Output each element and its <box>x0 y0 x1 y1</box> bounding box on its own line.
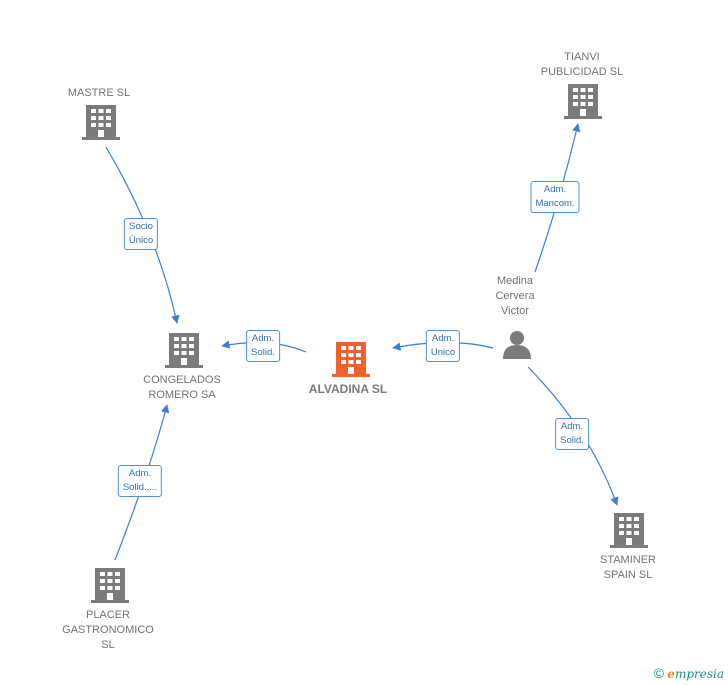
edge-label-adm-solid-etc: Adm. Solid.,... <box>117 465 163 497</box>
person-icon[interactable] <box>503 331 531 359</box>
building-icon[interactable] <box>82 105 120 140</box>
node-label-mastre[interactable]: MASTRE SL <box>67 87 131 99</box>
building-icon[interactable] <box>165 333 203 368</box>
empresia-logo: © empresia <box>654 665 724 681</box>
edge-label-adm-solid-staminer: Adm. Solid. <box>555 418 589 450</box>
building-icon[interactable] <box>91 568 129 603</box>
node-label-medina[interactable]: Medina Cervera Victor <box>495 275 535 317</box>
node-label-placer[interactable]: PLACER GASTRONOMICO SL <box>62 609 154 651</box>
edge-label-socio-unico: Socio Único <box>123 218 159 250</box>
building-icon[interactable] <box>610 513 648 548</box>
node-label-staminer[interactable]: STAMINER SPAIN SL <box>599 554 657 581</box>
edge-label-adm-mancom: Adm. Mancom. <box>530 181 580 213</box>
node-label-congelados[interactable]: CONGELADOS ROMERO SA <box>143 374 221 401</box>
edge-label-adm-unico: Adm. Unico <box>425 330 461 362</box>
node-label-tianvi[interactable]: TIANVI PUBLICIDAD SL <box>540 51 624 78</box>
edge-label-adm-solid: Adm. Solid. <box>246 330 280 362</box>
copyright-icon: © <box>653 665 664 681</box>
building-icon[interactable] <box>564 84 602 119</box>
node-label-alvadina[interactable]: ALVADINA SL <box>308 382 388 396</box>
brand-name: empresia <box>667 667 724 681</box>
building-icon[interactable] <box>332 342 370 377</box>
